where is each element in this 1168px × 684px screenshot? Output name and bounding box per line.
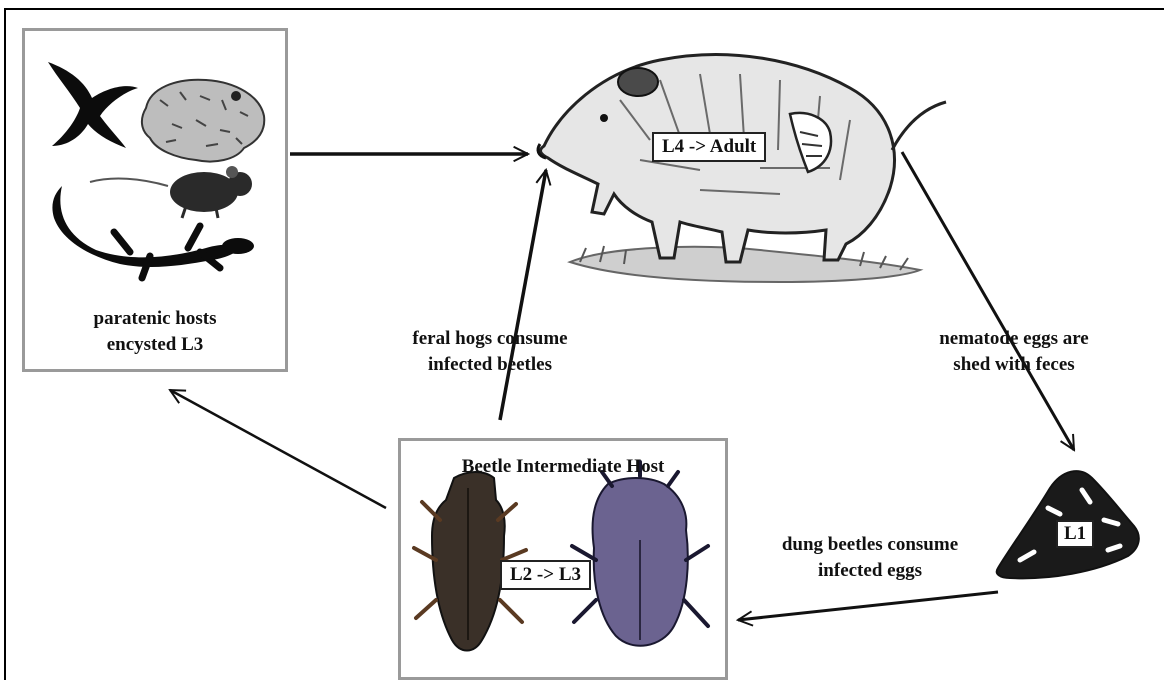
beetles-consume-eggs-line2: infected eggs: [732, 558, 1008, 584]
beetle-host-title: Beetle Intermediate Host: [398, 454, 728, 480]
paratenic-hosts-line2: encysted L3: [22, 332, 288, 358]
arrow-beetle-to-hog: [500, 170, 546, 420]
arrow-feces-to-beetle: [738, 592, 998, 620]
hogs-consume-beetles-line1: feral hogs consume: [360, 326, 620, 352]
arrow-hog-to-feces: [902, 152, 1074, 450]
eggs-shed-line1: nematode eggs are: [884, 326, 1144, 352]
beetle-stage-tag: L2 -> L3: [500, 560, 591, 590]
beetles-consume-eggs-label: dung beetles consume infected eggs: [732, 532, 1008, 584]
purple-beetle-icon: [572, 462, 708, 646]
eggs-shed-label: nematode eggs are shed with feces: [884, 326, 1144, 378]
hogs-consume-beetles-line2: infected beetles: [360, 352, 620, 378]
frog-icon: [142, 80, 264, 162]
hogs-consume-beetles-label: feral hogs consume infected beetles: [360, 326, 620, 378]
beetles-consume-eggs-line1: dung beetles consume: [732, 532, 1008, 558]
mouse-icon: [90, 166, 252, 218]
arrow-beetle-to-paratenic: [170, 390, 386, 508]
paratenic-hosts-line1: paratenic hosts: [22, 306, 288, 332]
hog-illustration: [538, 55, 946, 282]
bird-icon: [48, 62, 138, 148]
eggs-shed-line2: shed with feces: [884, 352, 1144, 378]
hog-stage-tag: L4 -> Adult: [652, 132, 766, 162]
feces-stage-tag: L1: [1056, 520, 1094, 548]
paratenic-hosts-label: paratenic hosts encysted L3: [22, 306, 288, 358]
